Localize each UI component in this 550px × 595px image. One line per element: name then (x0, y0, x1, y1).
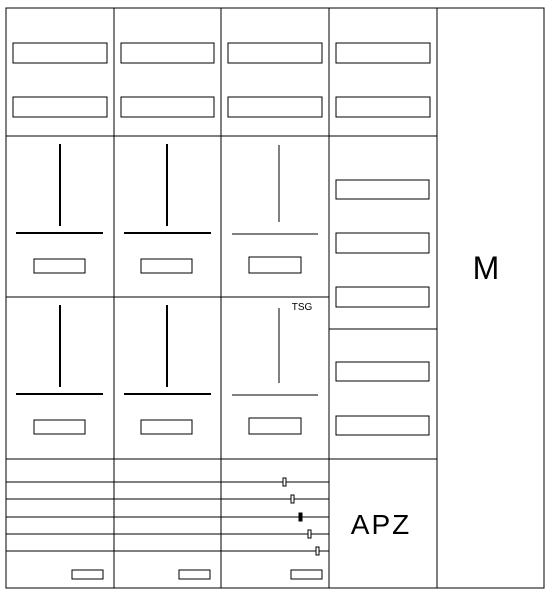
meter-cabinet-label: M (473, 250, 500, 286)
terminal-marker-2 (290, 494, 295, 504)
rail-top-c1-2 (12, 96, 108, 118)
rail-top-c2-1 (120, 42, 215, 64)
meter-label-r2-c3 (248, 417, 302, 435)
meter-label-r2-c1 (33, 419, 86, 435)
bottom-label-c1 (71, 569, 104, 580)
col4-rails (335, 179, 430, 436)
rail-top-c2-2 (120, 96, 215, 118)
meter-label-r1-c3 (248, 256, 302, 274)
bottom-label-c3 (290, 569, 323, 580)
rail-c4-d (335, 361, 430, 382)
terminal-marker-3 (298, 512, 303, 522)
apz-label: APZ (351, 509, 411, 540)
terminal-marker-1 (282, 477, 287, 487)
rail-top-c4-2 (335, 96, 431, 118)
meter-label-r2-c2 (140, 419, 193, 435)
rail-c4-a (335, 179, 430, 200)
rail-top-c4-1 (335, 42, 431, 64)
rail-c4-e (335, 415, 430, 436)
board-frame (5, 7, 545, 589)
rail-top-c1-1 (12, 42, 108, 64)
terminal-marker-4 (307, 529, 312, 539)
rail-c4-b (335, 232, 430, 254)
outer-frame (5, 7, 545, 589)
bottom-label-c2 (178, 569, 211, 580)
tsg-label: TSG (292, 302, 313, 313)
rail-top-c3-2 (227, 96, 323, 118)
bottom-labels (71, 569, 323, 580)
meter-slots-row-2 (16, 305, 318, 435)
terminal-marker-5 (315, 546, 320, 556)
rail-top-c3-1 (227, 42, 323, 64)
terminal-rails (6, 481, 329, 552)
meter-slots-row-1 (16, 144, 318, 274)
meter-label-r1-c2 (140, 258, 193, 274)
rail-c4-c (335, 286, 430, 308)
terminal-markers (282, 477, 320, 556)
top-rails (12, 42, 431, 118)
meter-label-r1-c1 (33, 258, 86, 274)
